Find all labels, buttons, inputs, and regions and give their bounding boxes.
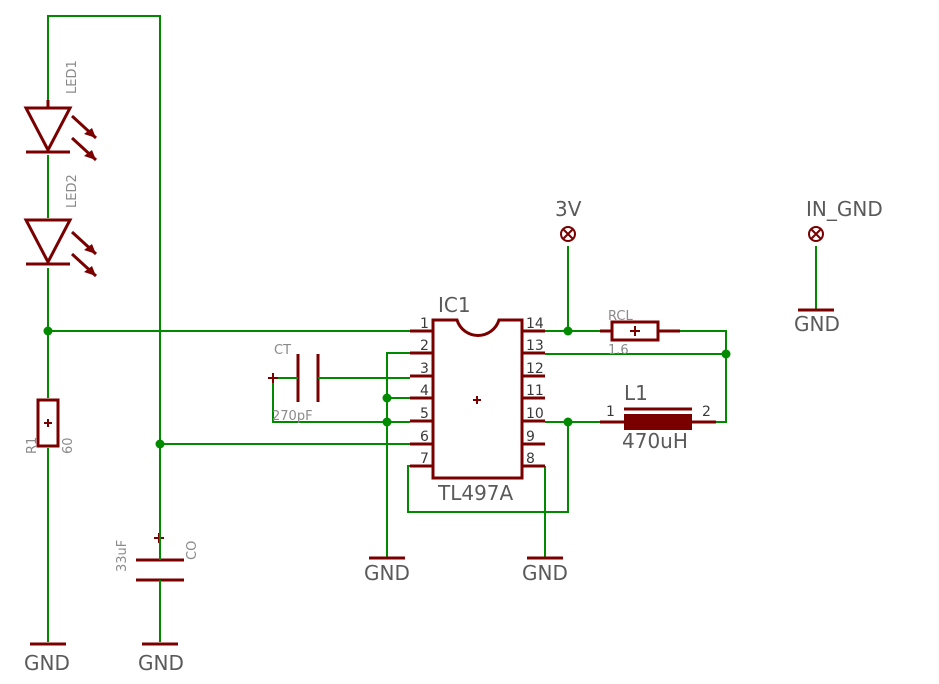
r1-value: 60 — [61, 437, 76, 454]
junction-dot — [43, 326, 53, 336]
ic-value: TL497A — [437, 481, 514, 505]
junction-dot — [382, 393, 392, 403]
l1-pin-number: 2 — [702, 404, 711, 420]
junction-dot — [721, 349, 731, 359]
junction-dot — [155, 439, 165, 449]
gnd-symbol: GND — [522, 556, 568, 585]
supply-in-gnd-label: IN_GND — [806, 197, 883, 221]
ct-label: CT — [274, 343, 291, 358]
ic-pin-number: 14 — [526, 316, 544, 332]
supply-3v-label: 3V — [555, 197, 582, 221]
wire-top-loop — [47, 15, 161, 530]
co-label: CO — [185, 541, 200, 560]
ic-pin-number: 3 — [420, 361, 429, 377]
r1-symbol: R1 60 — [25, 398, 76, 454]
ic-pin-number: 2 — [420, 338, 429, 354]
gnd-symbol: GND — [364, 556, 410, 585]
wire-pin5-ct — [272, 378, 410, 423]
gnd-label: GND — [24, 651, 70, 675]
led1-label: LED1 — [65, 60, 80, 94]
gnd-symbol: GND — [138, 642, 184, 675]
ct-capacitor-symbol: CT 270pF — [268, 343, 342, 424]
rcl-label: RCL — [608, 309, 633, 324]
gnd-label: GND — [138, 651, 184, 675]
l1-value: 470uH — [622, 429, 688, 453]
ic-pin-number: 8 — [526, 451, 535, 467]
ic-pin-number: 4 — [420, 383, 429, 399]
wire-pin2-gnd — [386, 352, 410, 557]
junction-dot — [563, 326, 573, 336]
rcl-resistor-symbol: RCL 1.6 — [600, 309, 680, 358]
ic-pin-number: 7 — [420, 451, 429, 467]
ic-name: IC1 — [438, 293, 471, 317]
ic-pin-number: 12 — [526, 361, 544, 377]
gnd-label: GND — [522, 561, 568, 585]
ic1-chip: 1 2 3 4 5 6 7 14 13 12 11 10 9 8 IC1 TL4… — [410, 293, 545, 505]
l1-pin-number: 1 — [606, 404, 615, 420]
led2-label: LED2 — [65, 174, 80, 208]
ct-value: 270pF — [272, 409, 313, 424]
ic-pin-number: 1 — [420, 316, 429, 332]
gnd-label: GND — [794, 312, 840, 336]
ic-pin-number: 6 — [420, 429, 429, 445]
junction-dot — [382, 417, 392, 427]
r1-label: R1 — [25, 437, 40, 454]
ic-pin-number: 10 — [526, 406, 544, 422]
ic-pin-number: 9 — [526, 429, 535, 445]
l1-label: L1 — [624, 381, 648, 405]
rcl-value: 1.6 — [608, 343, 629, 358]
ic-pin-number: 5 — [420, 406, 429, 422]
co-capacitor-symbol: 33uF CO — [115, 530, 200, 590]
led2-symbol: LED2 — [23, 174, 98, 278]
supply-in-gnd: IN_GND — [806, 197, 883, 242]
ic-pin-number: 11 — [526, 383, 544, 399]
gnd-symbol: GND — [24, 642, 70, 675]
ic-pin-number: 13 — [526, 338, 544, 354]
junction-dot — [563, 417, 573, 427]
co-value: 33uF — [115, 540, 130, 572]
gnd-label: GND — [364, 561, 410, 585]
gnd-symbol: GND — [794, 308, 840, 336]
junctions — [43, 326, 731, 449]
l1-inductor-symbol: L1 470uH 1 2 — [600, 381, 716, 453]
wire-pin7-loop — [407, 422, 569, 513]
supply-3v: 3V — [555, 197, 582, 242]
led1-symbol: LED1 — [23, 60, 98, 162]
